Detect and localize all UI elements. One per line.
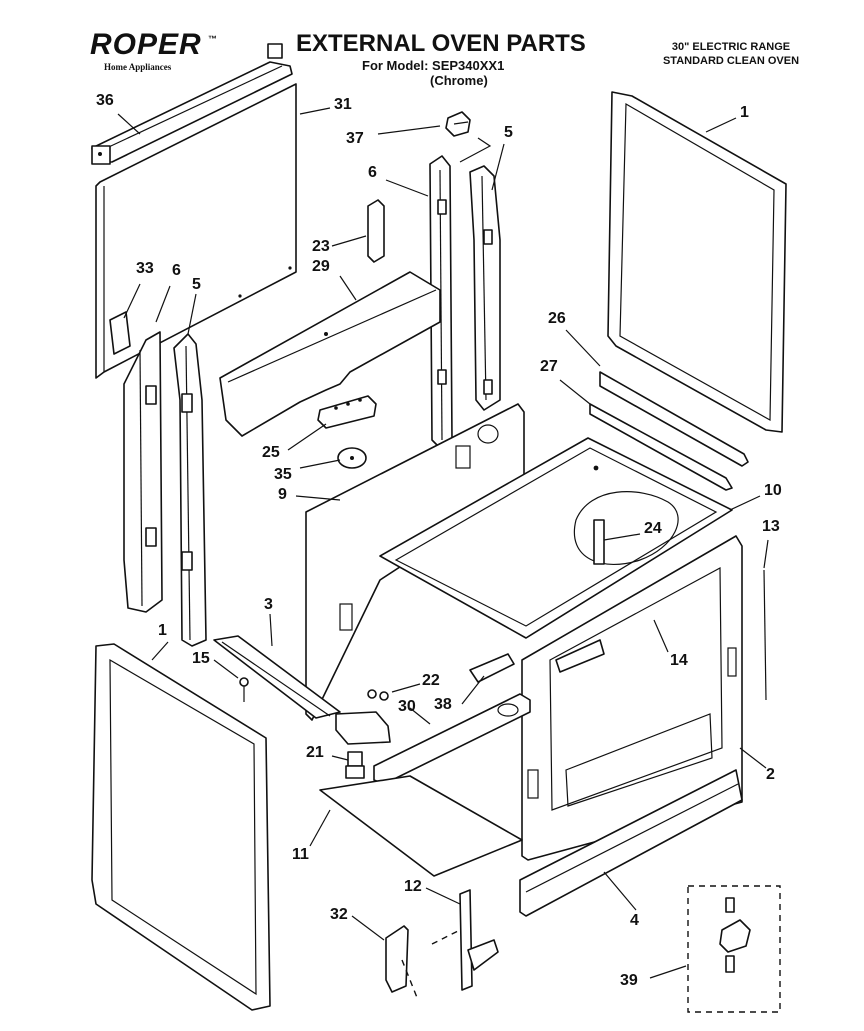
variant-line: (Chrome) bbox=[430, 73, 488, 88]
part-11-bottom-tray bbox=[319, 775, 523, 877]
part-37-clip bbox=[445, 111, 492, 163]
part-22-screws bbox=[367, 689, 389, 701]
callout-26: 26 bbox=[548, 310, 566, 327]
part-26-27-rails bbox=[589, 371, 749, 491]
brand-subtitle: Home Appliances bbox=[104, 62, 172, 72]
callout-13: 13 bbox=[762, 518, 780, 535]
callout-36: 36 bbox=[96, 92, 114, 109]
callout-10: 10 bbox=[764, 482, 782, 499]
brand-wordmark: ROPER bbox=[90, 28, 202, 61]
part-30-bottom-channel bbox=[335, 693, 531, 785]
part-3-side-rail bbox=[213, 635, 341, 719]
callout-24: 24 bbox=[644, 520, 662, 537]
callout-3: 3 bbox=[264, 596, 273, 613]
brand-logo: ROPER ™ Home Appliances bbox=[90, 28, 217, 73]
dashed-guide-lower bbox=[431, 929, 461, 945]
callout-4: 4 bbox=[630, 912, 639, 929]
callout-2: 2 bbox=[766, 766, 775, 783]
callout-11: 11 bbox=[292, 846, 309, 863]
callout-1: 1 bbox=[740, 104, 749, 121]
callout-6: 6 bbox=[368, 164, 377, 181]
page-title: EXTERNAL OVEN PARTS bbox=[296, 30, 586, 57]
part-24-hose bbox=[573, 491, 679, 565]
part-13-rod bbox=[763, 569, 767, 701]
part-14-2-front-frame bbox=[521, 535, 743, 861]
part-32-bracket bbox=[385, 925, 409, 993]
callout-31: 31 bbox=[334, 96, 352, 113]
callout-35: 35 bbox=[274, 466, 292, 483]
callout-9: 9 bbox=[278, 486, 287, 503]
part-31-left-side-panel bbox=[95, 83, 297, 379]
callout-6: 6 bbox=[172, 262, 181, 279]
callout-33: 33 bbox=[136, 260, 154, 277]
part-39-hardware-kit bbox=[687, 885, 781, 1013]
oven-type: STANDARD CLEAN OVEN bbox=[662, 55, 800, 67]
part-10-oven-bottom bbox=[379, 437, 733, 639]
product-info: 30" ELECTRIC RANGE STANDARD CLEAN OVEN bbox=[636, 40, 826, 68]
callout-27: 27 bbox=[540, 358, 558, 375]
callout-22: 22 bbox=[422, 672, 440, 689]
callout-5: 5 bbox=[504, 124, 513, 141]
callout-12: 12 bbox=[404, 878, 422, 895]
callout-23: 23 bbox=[312, 238, 330, 255]
callout-15: 15 bbox=[192, 650, 210, 667]
callout-1: 1 bbox=[158, 622, 167, 639]
callout-30: 30 bbox=[398, 698, 416, 715]
product-type: 30" ELECTRIC RANGE bbox=[671, 41, 791, 53]
model-line: For Model: SEP340XX1 bbox=[362, 58, 505, 73]
callout-29: 29 bbox=[312, 258, 330, 275]
part-1-door-frame-upper bbox=[607, 91, 787, 433]
callout-39: 39 bbox=[620, 972, 638, 989]
part-25-terminal-block bbox=[317, 395, 377, 429]
callout-38: 38 bbox=[434, 696, 452, 713]
part-21-leveling-leg bbox=[345, 751, 365, 779]
part-1-door-frame-lower bbox=[91, 643, 271, 1011]
callout-25: 25 bbox=[262, 444, 280, 461]
part-15-screw bbox=[239, 677, 249, 702]
dashed-guide-hinge bbox=[401, 959, 419, 1001]
callout-32: 32 bbox=[330, 906, 348, 923]
part-35-thermostat bbox=[337, 447, 367, 469]
part-12-hinge bbox=[459, 889, 499, 991]
callout-14: 14 bbox=[670, 652, 688, 669]
brand-trademark: ™ bbox=[208, 34, 217, 44]
part-33-6-5-left-brackets bbox=[109, 311, 207, 647]
callout-5: 5 bbox=[192, 276, 201, 293]
callout-21: 21 bbox=[306, 744, 324, 761]
part-36-top-trim bbox=[91, 43, 293, 165]
part-6-5-right-channels bbox=[429, 155, 501, 449]
part-23-strip bbox=[367, 199, 385, 263]
part-4-kick-plate bbox=[519, 769, 743, 917]
part-38-bracket bbox=[469, 653, 515, 683]
callout-37: 37 bbox=[346, 130, 364, 147]
leader-lines bbox=[117, 107, 769, 979]
part-29-rear-bracket bbox=[219, 271, 441, 437]
